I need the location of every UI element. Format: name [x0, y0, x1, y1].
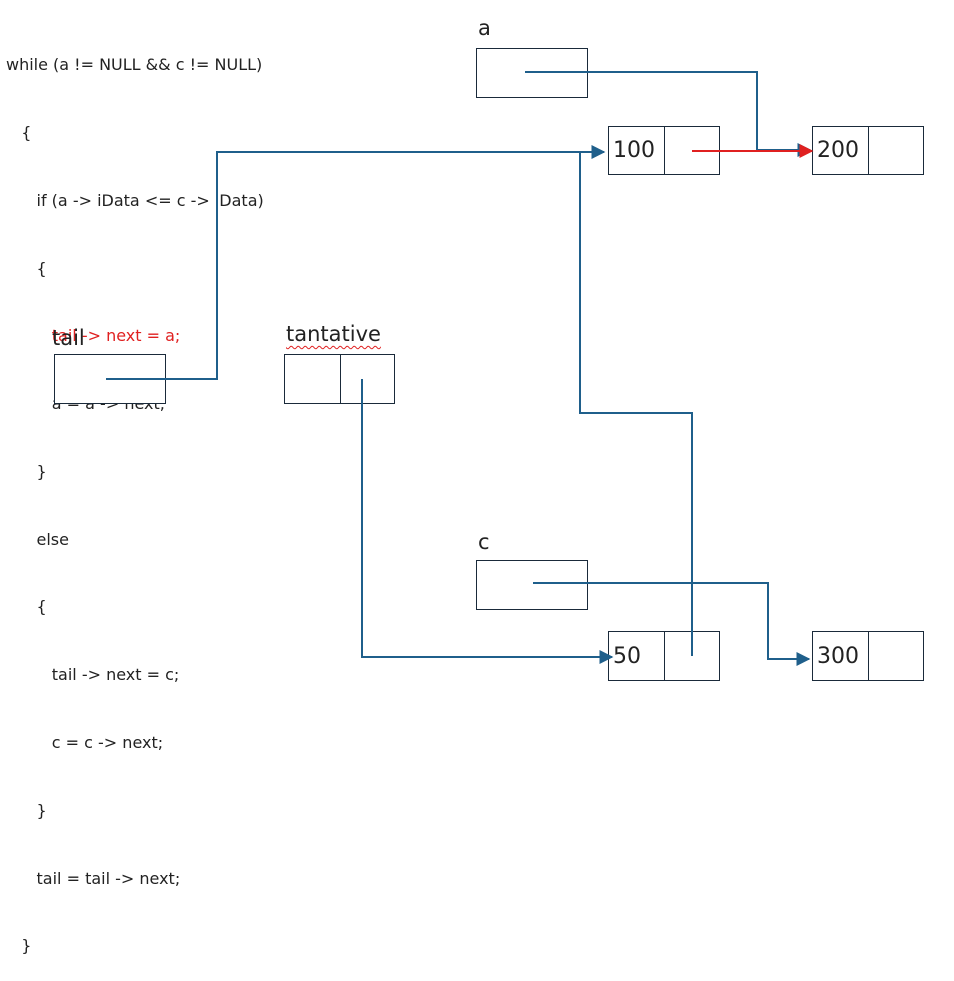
code-line: {	[6, 122, 32, 142]
label-tantative: tantative	[286, 322, 381, 346]
code-line: }	[6, 800, 47, 820]
arrow-a-to-200	[525, 71, 812, 157]
label-tail: tail	[52, 326, 85, 350]
node-data-cell	[285, 355, 341, 403]
code-line-highlighted: tail -> next = a;	[6, 326, 181, 346]
code-line: }	[6, 936, 32, 956]
node-300: 300	[812, 631, 924, 681]
arrow-c-to-300	[533, 582, 811, 666]
node-data-cell: 50	[609, 632, 665, 680]
code-line: if (a -> iData <= c -> iData)	[6, 190, 264, 210]
code-line: {	[6, 258, 47, 278]
code-line: while (a != NULL && c != NULL)	[6, 55, 263, 75]
code-line: else	[6, 529, 69, 549]
arrow-50-next-to-100	[579, 152, 693, 656]
node-data-cell: 300	[813, 632, 869, 680]
label-a: a	[478, 16, 491, 40]
pointer-arrows	[106, 71, 814, 666]
code-line: {	[6, 597, 47, 617]
code-line: tail -> next = c;	[6, 665, 180, 685]
code-line: tail = tail -> next;	[6, 868, 181, 888]
node-50: 50	[608, 631, 720, 681]
code-line: }	[6, 461, 47, 481]
node-data-cell: 200	[813, 127, 869, 174]
arrow-tantative-to-50	[361, 379, 614, 664]
node-tantative	[284, 354, 395, 404]
pointer-box-c	[476, 560, 588, 610]
label-c: c	[478, 530, 490, 554]
node-data-cell: 100	[609, 127, 665, 174]
code-line: c = c -> next;	[6, 733, 164, 752]
node-200: 200	[812, 126, 924, 175]
arrow-tail-to-100	[106, 145, 606, 380]
